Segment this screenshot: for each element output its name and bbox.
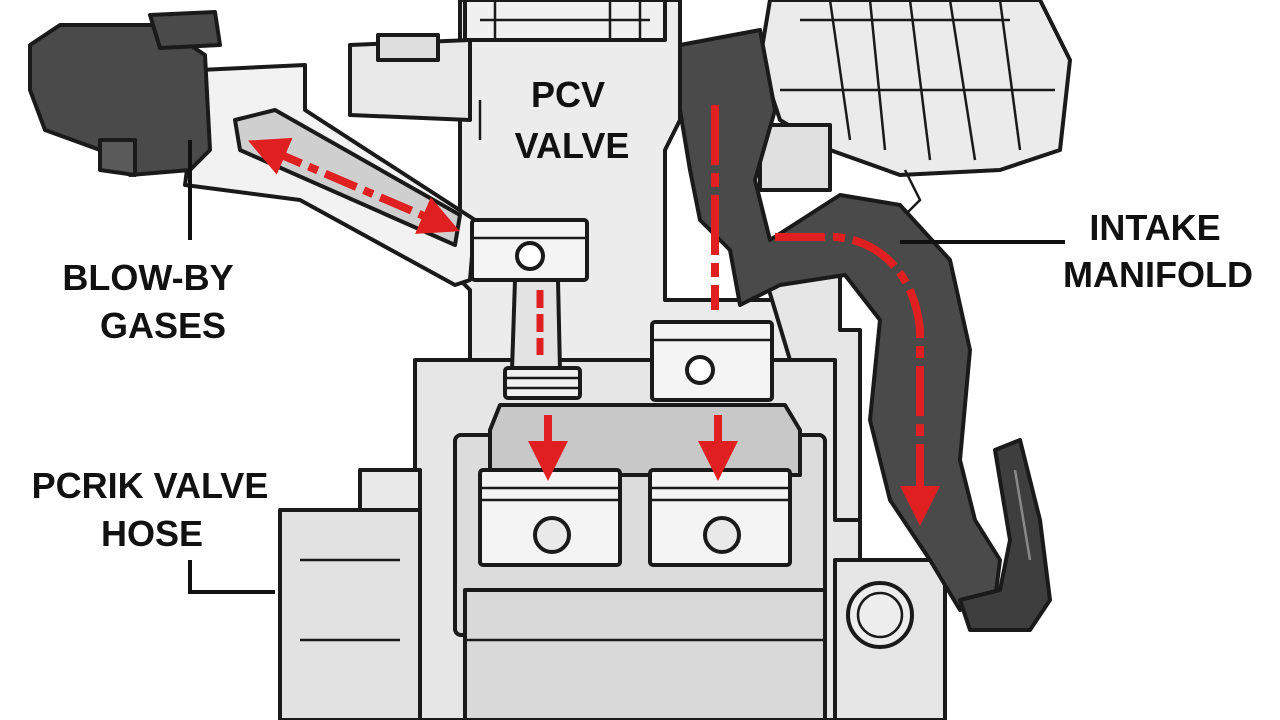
crankcase-chamber — [488, 403, 802, 477]
lower-piston-right — [648, 468, 792, 567]
label-hose-line2: HOSE — [101, 513, 203, 554]
label-blowby-line2: GASES — [100, 305, 226, 346]
lower-piston-left — [478, 468, 622, 567]
flow-arrow-blowby — [247, 137, 460, 234]
upper-piston-right — [650, 320, 774, 402]
flow-arrows — [247, 105, 940, 526]
throttle-body-housing — [758, 0, 1072, 216]
label-intake-line1: INTAKE — [1089, 207, 1220, 248]
label-hose-line1: PCRIK VALVE — [32, 465, 269, 506]
label-pcv-valve-line2: VALVE — [515, 125, 630, 166]
leader-hose — [188, 560, 275, 594]
flow-arrow-manifold — [775, 233, 940, 526]
leader-lines — [188, 140, 1065, 594]
label-intake-line2: MANIFOLD — [1063, 254, 1253, 295]
label-pcv-valve-line1: PCV — [531, 74, 605, 115]
label-blowby-line1: BLOW-BY — [62, 257, 233, 298]
valve-cover — [348, 0, 667, 140]
upper-piston-left — [470, 218, 589, 400]
